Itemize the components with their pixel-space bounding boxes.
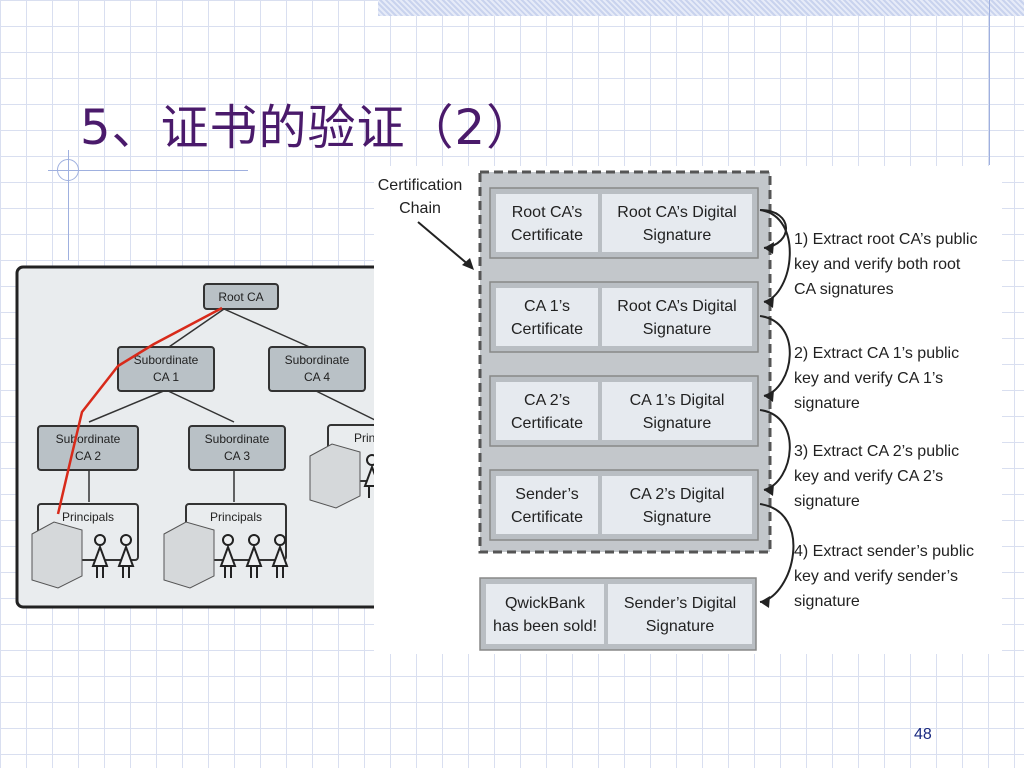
person-icon bbox=[271, 534, 289, 578]
chain-row-left-text: Certificate bbox=[511, 227, 583, 244]
title-rule-horizontal bbox=[48, 170, 248, 171]
step-1-text: CA signatures bbox=[794, 281, 894, 298]
chain-row-left-text: Root CA’s bbox=[512, 204, 583, 221]
arrowhead-icon bbox=[764, 242, 774, 254]
chain-row-left-text: Certificate bbox=[511, 415, 583, 432]
chain-row-right-text: Signature bbox=[643, 509, 712, 526]
server-icon bbox=[31, 443, 361, 589]
person-icon bbox=[91, 534, 109, 578]
chain-row-right-text: Root CA’s Digital bbox=[617, 298, 736, 315]
chain-label-arrow bbox=[417, 221, 474, 270]
node-subordinate-ca4: Subordinate CA 4 bbox=[268, 346, 366, 392]
chain-row-left-text: Certificate bbox=[511, 509, 583, 526]
chain-row-right-text: CA 1’s Digital bbox=[630, 392, 725, 409]
step-4-text: signature bbox=[794, 593, 860, 610]
person-icon bbox=[245, 534, 263, 578]
svg-text:Sender’s Digital: Sender’s Digital bbox=[624, 595, 736, 612]
step-1-text: key and verify both root bbox=[794, 256, 961, 273]
chain-row-right-text: Signature bbox=[643, 415, 712, 432]
svg-text:Principals: Principals bbox=[62, 510, 114, 524]
hierarchy-connectors bbox=[88, 308, 380, 502]
chain-row-right-text: Signature bbox=[643, 227, 712, 244]
arrowhead-icon bbox=[764, 484, 774, 496]
message-row: QwickBank has been sold! Sender’s Digita… bbox=[479, 577, 757, 651]
person-icon bbox=[219, 534, 237, 578]
arrowhead-icon bbox=[760, 596, 770, 608]
header-pattern-bar bbox=[378, 0, 1024, 16]
svg-text:Root CA: Root CA bbox=[218, 290, 263, 304]
step-2-text: signature bbox=[794, 395, 860, 412]
ca-hierarchy-panel: Root CA Subordinate CA 1 Subordinate CA … bbox=[14, 264, 454, 610]
svg-text:Subordinate: Subordinate bbox=[56, 432, 121, 446]
chain-row-left-text: CA 2’s bbox=[524, 392, 570, 409]
svg-text:CA 3: CA 3 bbox=[224, 449, 250, 463]
node-root-ca: Root CA bbox=[203, 283, 279, 310]
step-4-text: key and verify sender’s bbox=[794, 568, 958, 585]
svg-text:CA 4: CA 4 bbox=[304, 370, 330, 384]
svg-text:Subordinate: Subordinate bbox=[134, 353, 199, 367]
step-3-text: signature bbox=[794, 493, 860, 510]
step-3-text: key and verify CA 2’s bbox=[794, 468, 943, 485]
svg-text:has been sold!: has been sold! bbox=[493, 618, 597, 635]
chain-row-right-text: Root CA’s Digital bbox=[617, 204, 736, 221]
svg-text:Subordinate: Subordinate bbox=[205, 432, 270, 446]
chain-row-left-text: CA 1’s bbox=[524, 298, 570, 315]
svg-text:CA 1: CA 1 bbox=[153, 370, 179, 384]
arrowhead-icon bbox=[764, 390, 774, 402]
step-2-text: key and verify CA 1’s bbox=[794, 370, 943, 387]
right-rule-vertical bbox=[989, 0, 990, 165]
step-1-text: 1) Extract root CA’s public bbox=[794, 231, 977, 248]
svg-text:QwickBank: QwickBank bbox=[505, 595, 586, 612]
chain-row-left-text: Certificate bbox=[511, 321, 583, 338]
slide-title: 5、证书的验证（2） bbox=[80, 100, 536, 156]
node-subordinate-ca1: Subordinate CA 1 bbox=[117, 346, 215, 392]
svg-text:Principals: Principals bbox=[210, 510, 262, 524]
svg-text:Signature: Signature bbox=[646, 618, 715, 635]
verification-path bbox=[56, 306, 223, 515]
svg-text:Certification: Certification bbox=[378, 177, 462, 194]
chain-row-left-text: Sender’s bbox=[515, 486, 578, 503]
page-number: 48 bbox=[914, 726, 932, 743]
person-icon bbox=[117, 534, 135, 578]
verification-arrow bbox=[759, 503, 795, 603]
certification-chain-diagram: Certification Chain Root CA’sCertificate… bbox=[378, 170, 977, 651]
verification-arrows bbox=[759, 209, 795, 608]
svg-text:CA 2: CA 2 bbox=[75, 449, 101, 463]
verification-steps: 1) Extract root CA’s public key and verif… bbox=[794, 231, 977, 610]
chain-row-right-text: Signature bbox=[643, 321, 712, 338]
chain-row-right-text: CA 2’s Digital bbox=[630, 486, 725, 503]
ca-hierarchy-diagram: Root CA Subordinate CA 1 Subordinate CA … bbox=[15, 265, 453, 609]
step-2-text: 2) Extract CA 1’s public bbox=[794, 345, 959, 362]
crosshair-circle-icon bbox=[57, 159, 79, 181]
svg-text:Subordinate: Subordinate bbox=[285, 353, 350, 367]
title-rule-vertical bbox=[68, 150, 69, 260]
step-4-text: 4) Extract sender’s public bbox=[794, 543, 974, 560]
svg-text:Chain: Chain bbox=[399, 200, 441, 217]
node-subordinate-ca2: Subordinate CA 2 bbox=[37, 425, 139, 471]
node-subordinate-ca3: Subordinate CA 3 bbox=[188, 425, 286, 471]
arrowhead-icon bbox=[764, 296, 774, 308]
step-3-text: 3) Extract CA 2’s public bbox=[794, 443, 959, 460]
